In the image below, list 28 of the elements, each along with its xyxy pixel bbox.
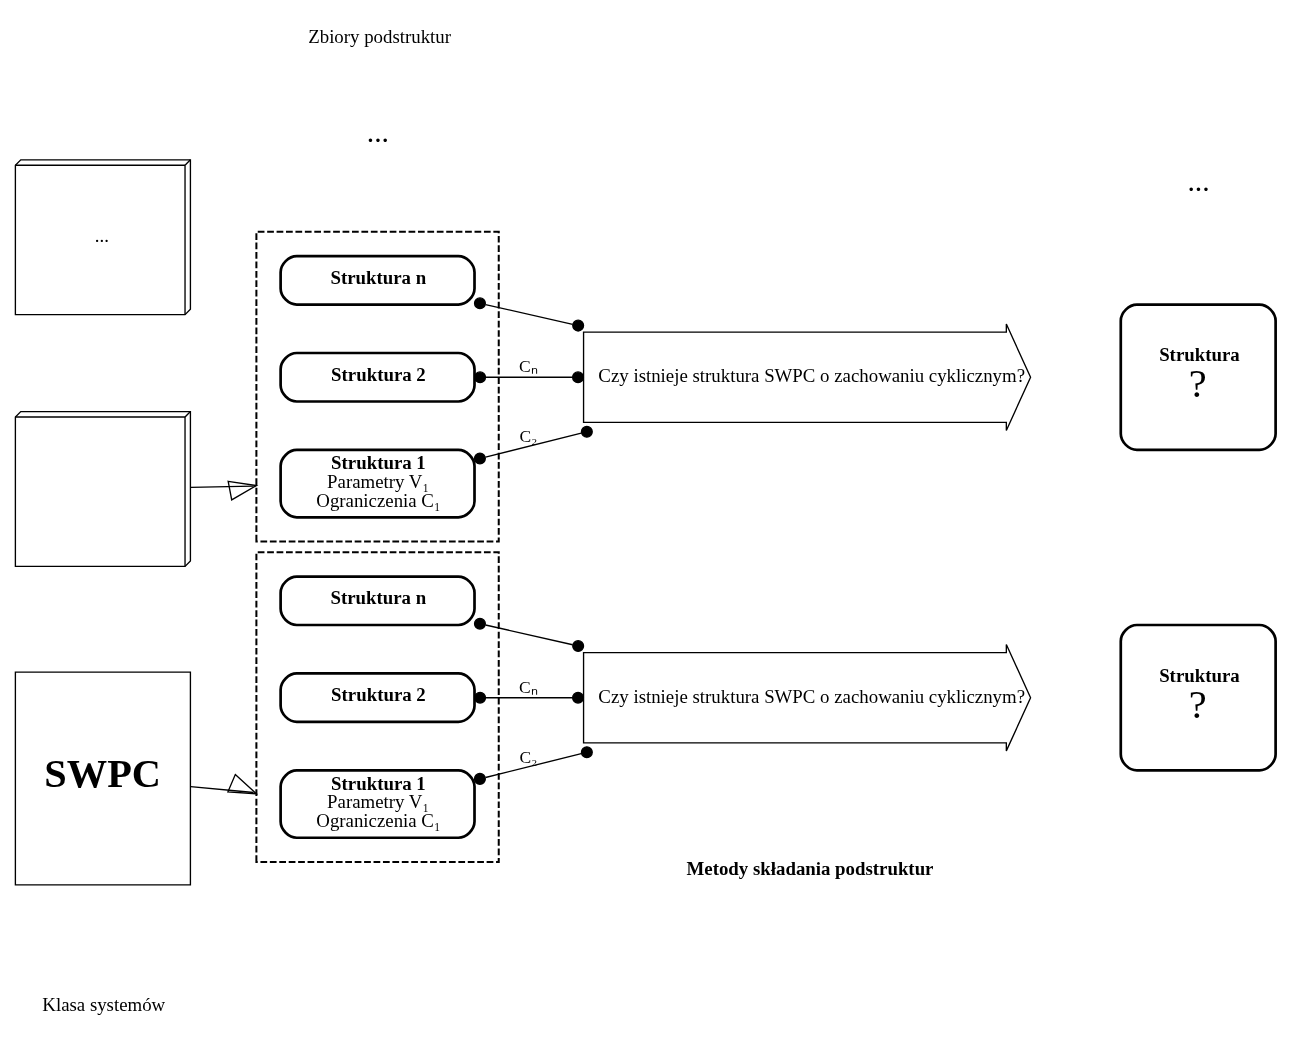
cluster bbox=[255, 551, 500, 863]
connector bbox=[473, 425, 593, 465]
connector bbox=[473, 746, 593, 785]
edge-label: Cₙ bbox=[518, 356, 538, 377]
edge-label: C₂ bbox=[519, 746, 538, 767]
label: ... bbox=[366, 116, 390, 149]
edge-label: Cₙ bbox=[518, 676, 538, 697]
arrow bbox=[190, 773, 259, 795]
label: Zbiory podstruktur bbox=[308, 25, 451, 47]
connector bbox=[474, 371, 585, 384]
connector bbox=[473, 617, 585, 653]
node-box: SWPC bbox=[14, 671, 192, 886]
node-box: Struktura n bbox=[279, 575, 476, 627]
label: ... bbox=[1187, 164, 1210, 197]
node-box: Struktura ? bbox=[1119, 303, 1277, 452]
connector bbox=[474, 691, 585, 704]
label: Klasa systemów bbox=[42, 994, 166, 1016]
node-box: Struktura 1 Parametry V₁ Ograniczenia C₁ bbox=[279, 448, 476, 519]
cluster bbox=[255, 230, 500, 543]
arrow bbox=[190, 480, 259, 501]
node-box: Struktura ? bbox=[1119, 623, 1277, 772]
node-box: Struktura 2 bbox=[279, 672, 476, 724]
node-box: Struktura 1 Parametry V₁ Ograniczenia C₁ bbox=[279, 769, 476, 840]
node-box: Struktura n bbox=[279, 254, 476, 306]
node-box: Struktura 2 bbox=[279, 351, 476, 403]
label: Metody składania podstruktur bbox=[686, 858, 934, 880]
edge-label: C₂ bbox=[519, 426, 538, 447]
connector bbox=[473, 297, 585, 332]
